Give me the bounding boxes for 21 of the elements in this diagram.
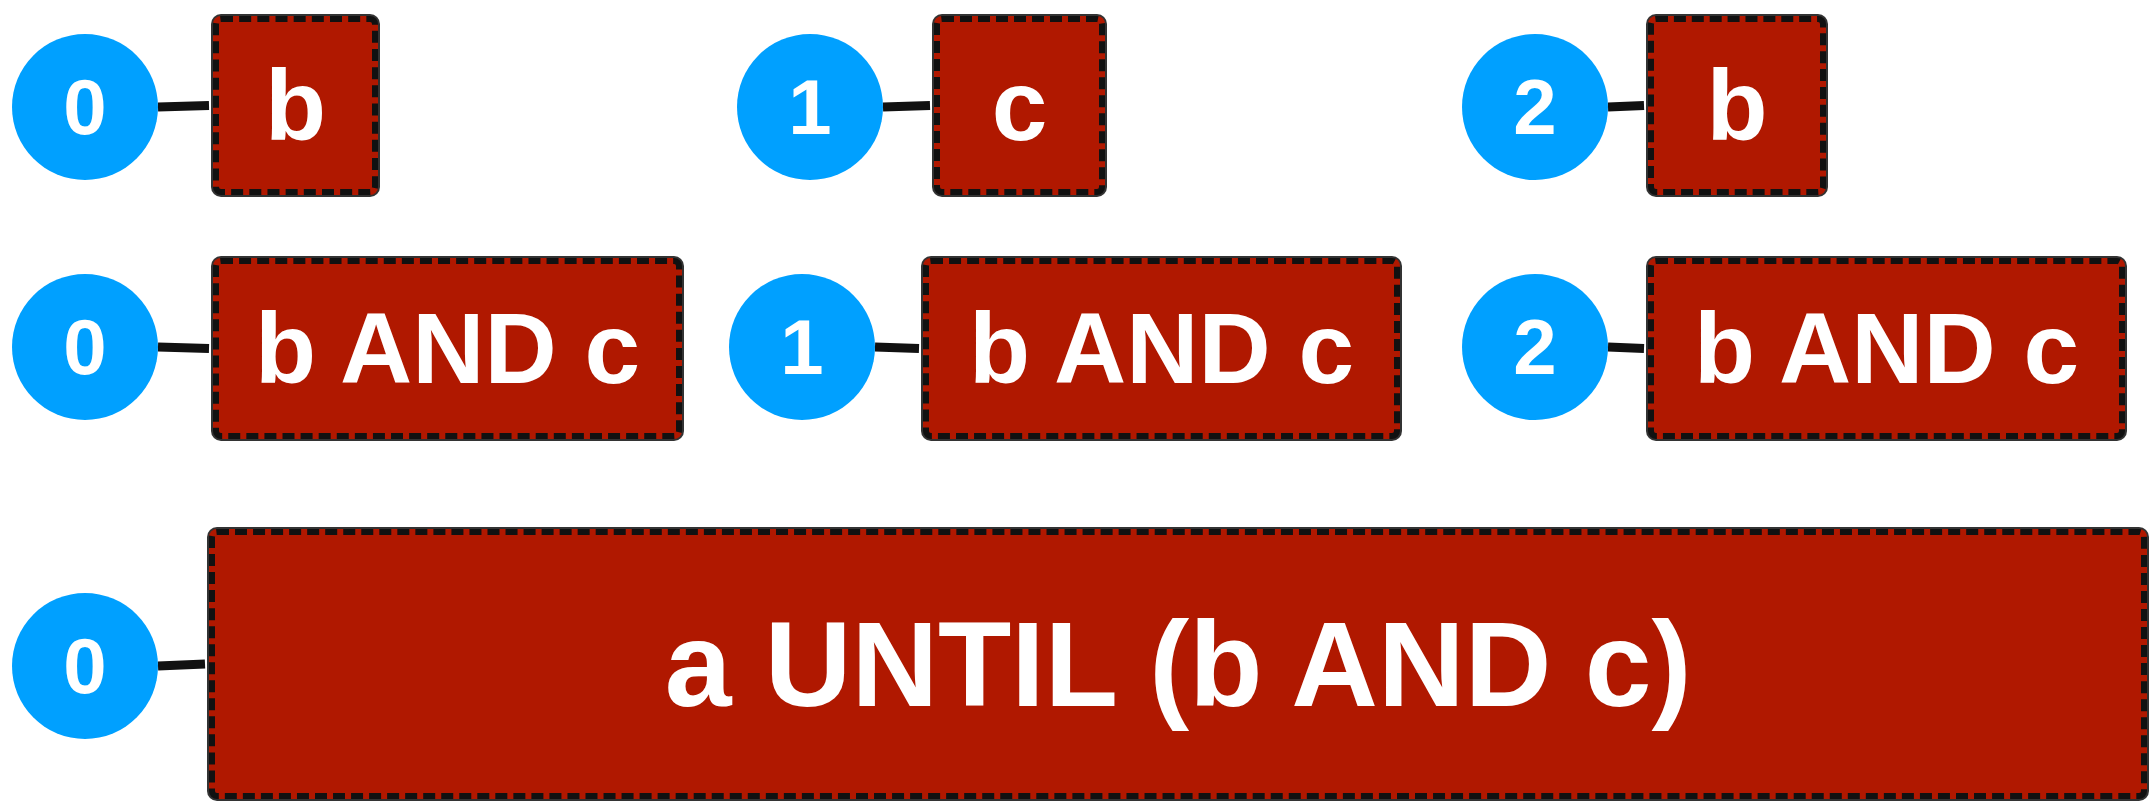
number-circle: 0 [12, 34, 158, 180]
callout-box: a UNTIL (b AND c) [209, 529, 2147, 799]
connector-line [1607, 342, 1645, 353]
number-circle: 2 [1462, 274, 1608, 420]
number-circle: 0 [12, 274, 158, 420]
connector-line [157, 659, 206, 671]
number-circle: 2 [1462, 34, 1608, 180]
callout-box: b AND c [213, 258, 682, 439]
connector-line [157, 342, 210, 353]
number-circle: 1 [737, 34, 883, 180]
callout-box: b [1648, 16, 1826, 195]
number-circle: 0 [12, 593, 158, 739]
connector-line [882, 101, 931, 112]
callout-box: b AND c [923, 258, 1400, 439]
callout-box: b AND c [1648, 258, 2125, 439]
callout-box: c [934, 16, 1105, 195]
connector-line [157, 101, 210, 112]
connector-line [1607, 101, 1645, 112]
connector-line [874, 342, 920, 353]
number-circle: 1 [729, 274, 875, 420]
callout-box: b [213, 16, 378, 195]
